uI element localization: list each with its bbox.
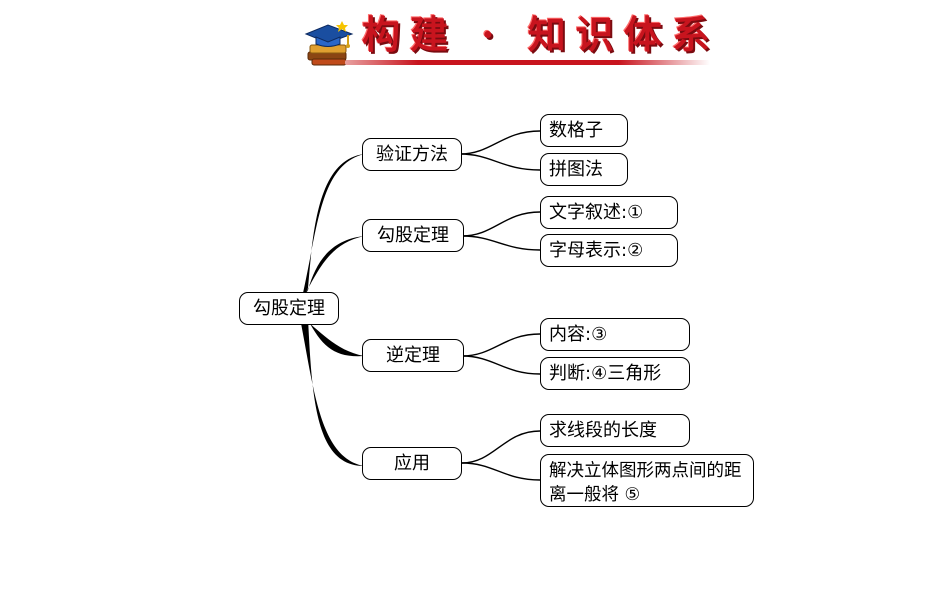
link-2-1	[461, 211, 541, 237]
link-3-1	[461, 333, 541, 357]
link-2-2	[461, 235, 541, 251]
branch-node: 逆定理	[362, 339, 464, 372]
leaf-node: 内容:③	[540, 318, 690, 351]
link-1-1	[459, 130, 541, 155]
leaf-node: 解决立体图形两点间的距离一般将 ⑤	[540, 454, 754, 507]
trunk-branch-4	[300, 318, 364, 466]
link-4-2	[461, 462, 541, 481]
leaf-node: 判断:④三角形	[540, 357, 690, 390]
link-3-2	[461, 355, 541, 375]
leaf-node: 求线段的长度	[540, 414, 690, 447]
root-node: 勾股定理	[239, 292, 339, 325]
trunk-branch-2	[300, 236, 364, 304]
branch-node: 应用	[362, 447, 462, 480]
page-title: 构建 · 知识体系	[362, 12, 720, 57]
leaf-node: 文字叙述:①	[540, 196, 678, 229]
branch-node: 勾股定理	[362, 219, 464, 252]
title-underline	[345, 60, 710, 65]
link-1-2	[459, 153, 541, 171]
leaf-node: 字母表示:②	[540, 234, 678, 267]
branch-node: 验证方法	[362, 138, 462, 171]
graduation-cap-books-icon	[304, 21, 354, 66]
leaf-node: 数格子	[540, 114, 628, 147]
leaf-node: 拼图法	[540, 153, 628, 186]
trunk-branch-1	[300, 154, 364, 306]
link-4-1	[461, 430, 541, 464]
